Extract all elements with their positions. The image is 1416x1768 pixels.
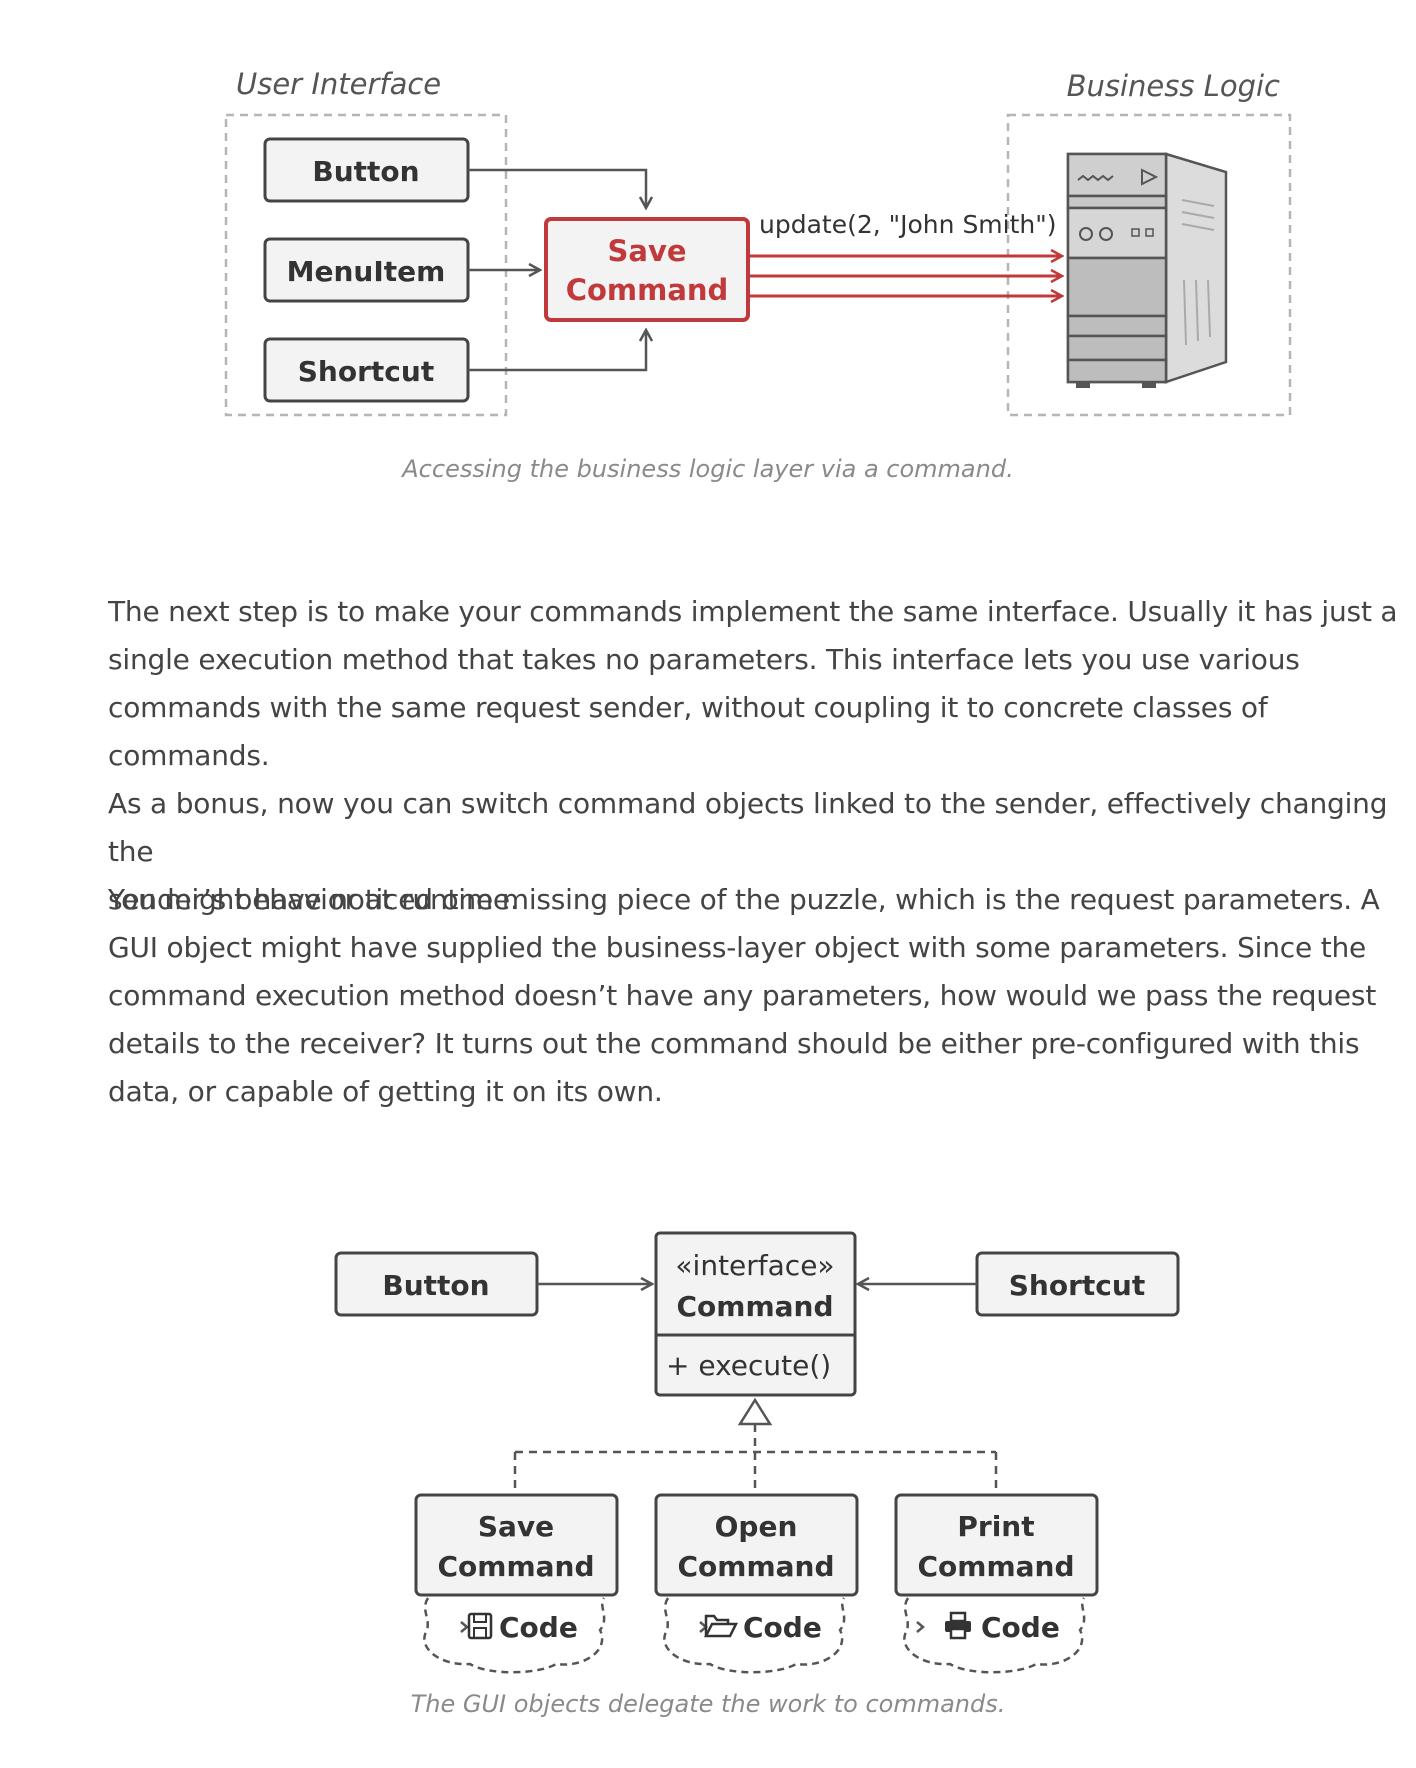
figure1-caption: Accessing the business logic layer via a… bbox=[402, 455, 1014, 483]
paragraph-line: sender’s behavior at runtime. bbox=[108, 883, 519, 916]
paragraph-line: As a bonus, now you can switch command o… bbox=[108, 787, 1388, 868]
paragraph-parameters: You might have noticed one missing piece… bbox=[108, 876, 1408, 1116]
ui-shortcut-box: Shortcut bbox=[263, 337, 470, 403]
update-call-label: update(2, "John Smith") bbox=[759, 210, 1057, 239]
interface-stereotype: «interface» bbox=[675, 1249, 834, 1282]
shortcut-to-command-arrow bbox=[468, 330, 646, 372]
open-code-label: Code bbox=[743, 1611, 822, 1644]
printer-icon bbox=[945, 1611, 971, 1640]
paragraph-line: details to the receiver? It turns out th… bbox=[108, 1027, 1360, 1060]
open-command-line1: Open bbox=[715, 1510, 798, 1543]
realization-lines bbox=[513, 1424, 998, 1495]
floppy-disk-icon bbox=[467, 1612, 493, 1640]
print-command-line1: Print bbox=[957, 1510, 1034, 1543]
figure-command-interface: Button Shortcut «interface» Command + ex… bbox=[0, 1220, 1416, 1730]
business-group-label: Business Logic bbox=[1067, 69, 1280, 103]
print-command-line2: Command bbox=[917, 1550, 1074, 1583]
button-class-box: Button bbox=[334, 1251, 539, 1317]
print-command-class-box: Print Command bbox=[894, 1493, 1099, 1597]
diagram-1: User Interface Business Logic Button Men… bbox=[224, 67, 1292, 417]
ui-button-box: Button bbox=[263, 137, 470, 203]
menuitem-label: MenuItem bbox=[287, 255, 446, 288]
open-command-class-box: Open Command bbox=[654, 1493, 859, 1597]
button-label: Button bbox=[312, 155, 419, 188]
paragraph-line: You might have noticed one missing piece… bbox=[108, 883, 1380, 916]
paragraph-line: The next step is to make your commands i… bbox=[108, 595, 1398, 628]
ui-group-label: User Interface bbox=[236, 67, 441, 101]
save-code-label: Code bbox=[499, 1611, 578, 1644]
save-command-box: Save Command bbox=[544, 217, 750, 322]
save-command-line1: Save bbox=[478, 1510, 554, 1543]
print-code-label: Code bbox=[981, 1611, 1060, 1644]
print-code-cloud: Code bbox=[903, 1597, 1086, 1674]
button-class-label: Button bbox=[382, 1269, 489, 1302]
ui-menuitem-box: MenuItem bbox=[263, 237, 470, 303]
folder-open-icon bbox=[703, 1614, 739, 1638]
ui-group-box bbox=[224, 113, 508, 417]
figure2-caption: The GUI objects delegate the work to com… bbox=[410, 1690, 1006, 1718]
server-icon bbox=[1066, 152, 1228, 388]
shortcut-class-label: Shortcut bbox=[1009, 1269, 1145, 1302]
open-command-line2: Command bbox=[677, 1550, 834, 1583]
command-interface-box: «interface» Command + execute() bbox=[654, 1231, 857, 1397]
business-group-box bbox=[1006, 113, 1292, 417]
save-command-line2: Command bbox=[566, 273, 729, 307]
save-command-line1: Save bbox=[607, 234, 686, 268]
paragraph-interface: The next step is to make your commands i… bbox=[108, 588, 1408, 924]
diagram-2: Button Shortcut «interface» Command + ex… bbox=[334, 1231, 1180, 1674]
save-command-line2: Command bbox=[437, 1550, 594, 1583]
shortcut-label: Shortcut bbox=[298, 355, 434, 388]
realization-arrowhead bbox=[737, 1397, 773, 1426]
shortcut-class-box: Shortcut bbox=[975, 1251, 1180, 1317]
open-code-cloud: Code bbox=[663, 1597, 846, 1674]
button-to-command-arrow bbox=[468, 168, 646, 208]
save-code-cloud: Code bbox=[423, 1597, 606, 1674]
interface-name: Command bbox=[676, 1290, 833, 1323]
figure-command-business-logic: User Interface Business Logic Button Men… bbox=[0, 0, 1416, 510]
paragraph-line: commands with the same request sender, w… bbox=[108, 691, 1268, 772]
paragraph-line: data, or capable of getting it on its ow… bbox=[108, 1075, 663, 1108]
paragraph-line: GUI object might have supplied the busin… bbox=[108, 931, 1367, 964]
save-command-class-box: Save Command bbox=[414, 1493, 619, 1597]
interface-method: + execute() bbox=[666, 1349, 831, 1382]
paragraph-line: command execution method doesn’t have an… bbox=[108, 979, 1377, 1012]
paragraph-line: single execution method that takes no pa… bbox=[108, 643, 1300, 676]
